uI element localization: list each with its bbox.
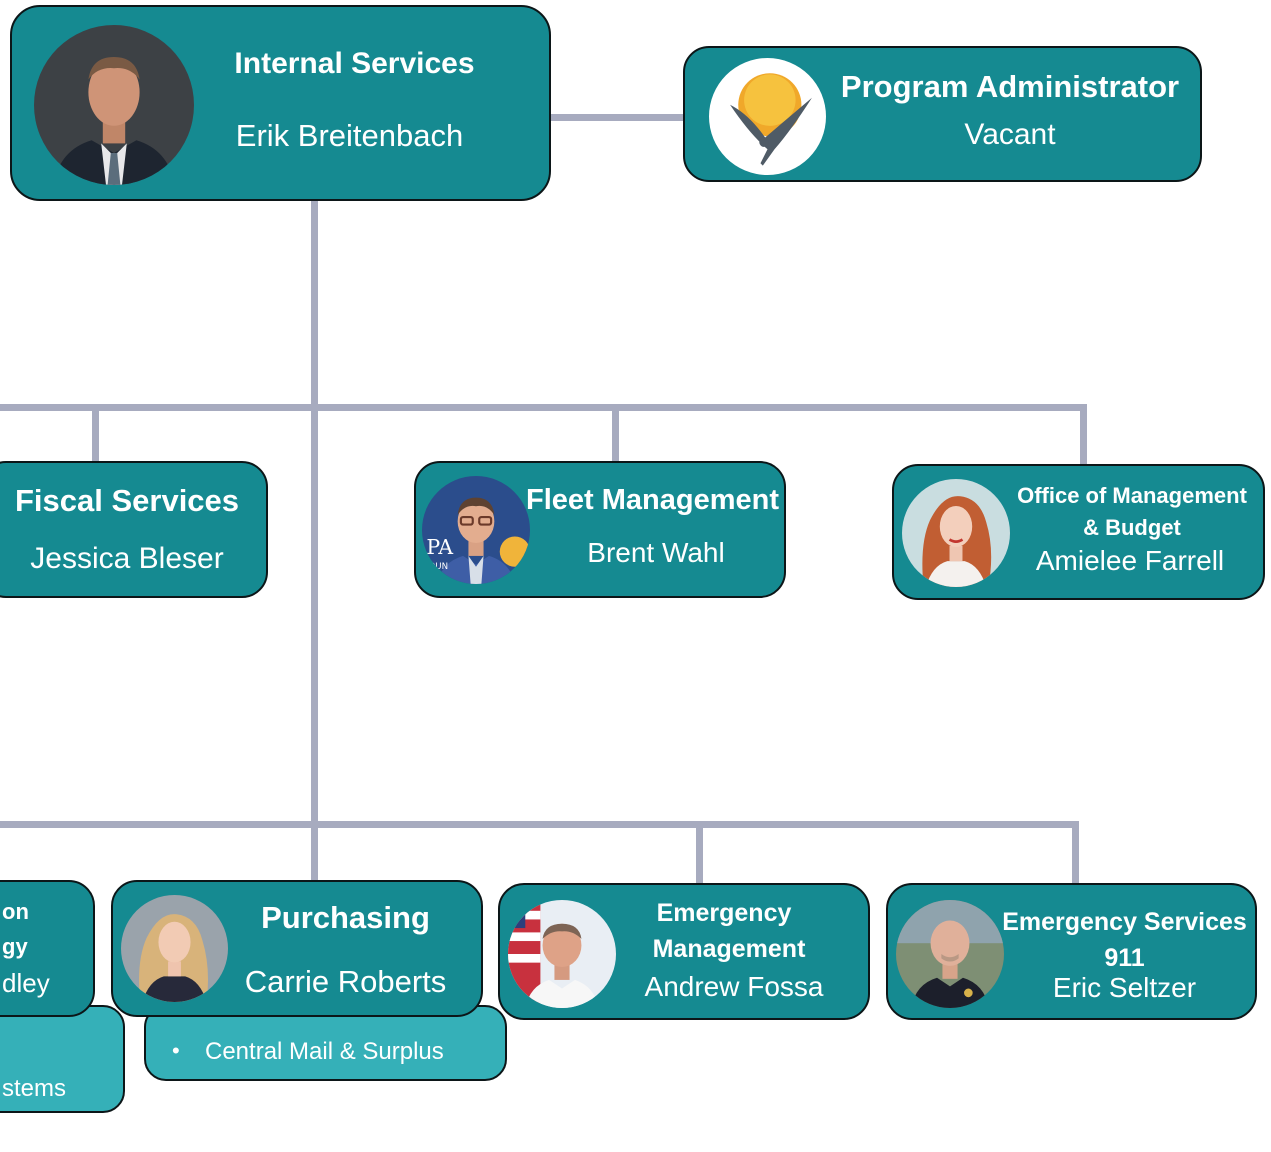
purchasing-card: Purchasing Carrie Roberts [111,880,483,1017]
purchasing-sub-item: Central Mail & Surplus [205,1038,444,1065]
internal-services-card: Internal Services Erik Breitenbach [10,5,551,201]
connector-row2-drop-es [1072,821,1079,885]
carrie-roberts-photo [121,895,228,1002]
heron-sunset-logo-icon [709,58,826,175]
internal-services-title: Internal Services [234,47,475,80]
andrew-fossa-photo [508,900,616,1008]
purchasing-title: Purchasing [261,900,430,935]
it-name: dley [2,968,50,998]
connector-director-to-program-admin [548,114,686,121]
connector-row2-drop-em [696,821,703,885]
connector-row1-drop-omb [1080,404,1087,466]
it-title-line2: gy [2,934,28,959]
it-title-line1: on [2,899,29,924]
program-administrator-card: Program Administrator Vacant [683,46,1202,182]
amielee-farrell-photo [902,479,1010,587]
purchasing-sub-card: • Central Mail & Surplus [144,1005,507,1081]
brent-wahl-photo: PA OUN [422,476,530,584]
fiscal-services-name: Jessica Bleser [30,542,224,575]
emergency-management-title-line1: Emergency [656,899,792,927]
fiscal-services-card: Fiscal Services Jessica Bleser [0,461,268,598]
it-sub-item: stems [2,1075,67,1102]
fiscal-services-title: Fiscal Services [14,483,240,518]
emergency-management-card: Emergency Management Andrew Fossa [498,883,870,1020]
fleet-management-title: Fleet Management [526,484,779,516]
it-sub-card: stems [0,1005,125,1113]
connector-row1-drop-fiscal [92,404,99,464]
fleet-management-card: PA OUN Fleet Management Brent Wahl [414,461,786,598]
omb-name: Amielee Farrell [1035,545,1225,576]
omb-title-line2: & Budget [1083,515,1181,540]
internal-services-name: Erik Breitenbach [235,118,464,153]
svg-text:OUN: OUN [428,562,448,572]
connector-row1-drop-fleet [612,404,619,464]
emergency-services-title-line2: 911 [1104,944,1145,972]
erik-breitenbach-photo [34,25,194,185]
emergency-services-title-line1: Emergency Services [1002,908,1247,936]
fleet-management-name: Brent Wahl [587,537,725,568]
purchasing-name: Carrie Roberts [244,964,447,999]
emergency-management-name: Andrew Fossa [644,971,824,1002]
program-administrator-name: Vacant [964,118,1056,151]
connector-row1-bar [0,404,1087,411]
svg-text:PA: PA [426,535,454,559]
program-administrator-title: Program Administrator [840,69,1180,104]
emergency-services-card: Emergency Services 911 Eric Seltzer [886,883,1257,1020]
omb-card: Office of Management & Budget Amielee Fa… [892,464,1265,600]
connector-trunk [311,200,318,882]
emergency-management-title-line2: Management [652,935,806,963]
purchasing-sub-bullet: • [172,1038,180,1063]
eric-seltzer-photo [896,900,1004,1008]
it-card: on gy dley [0,880,95,1017]
omb-title-line1: Office of Management [1017,483,1247,508]
connector-row2-bar [0,821,1079,828]
emergency-services-name: Eric Seltzer [1052,972,1197,1003]
